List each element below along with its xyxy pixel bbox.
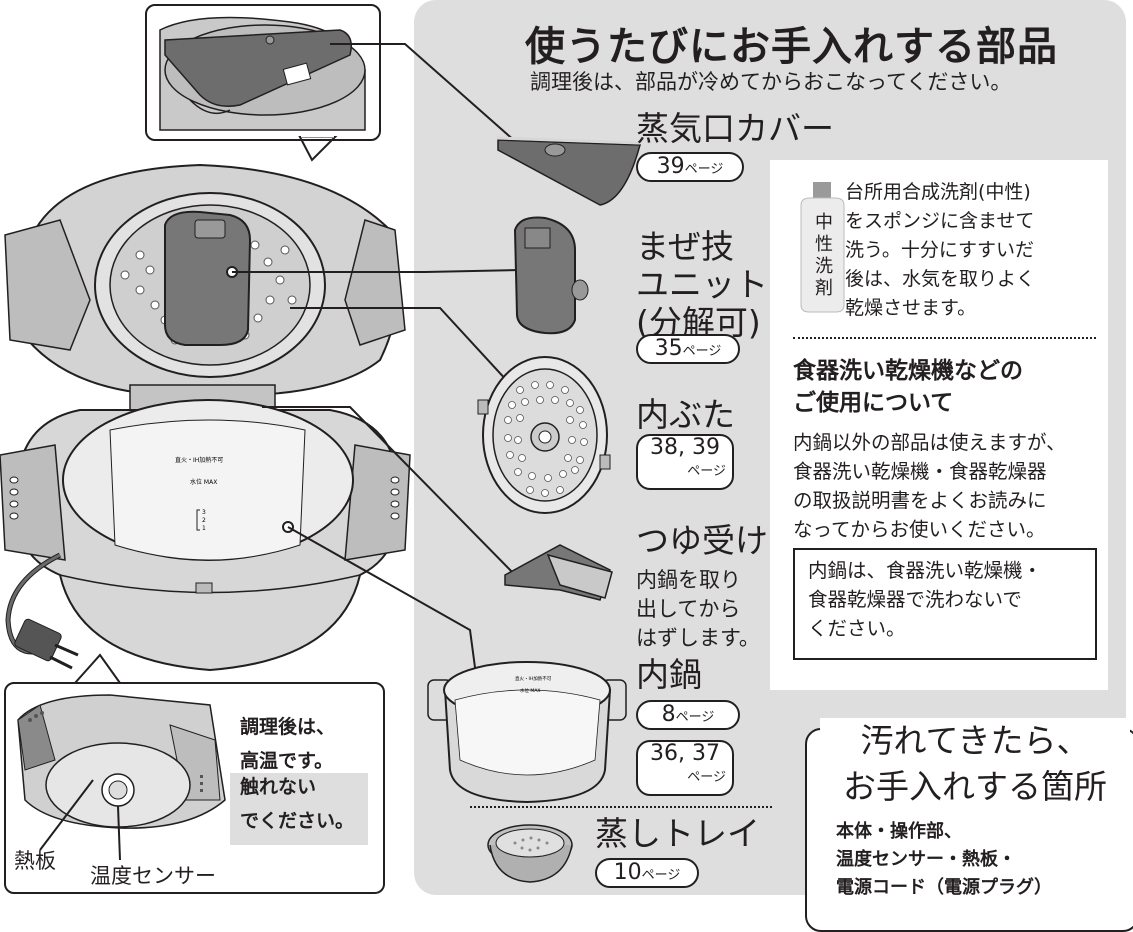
page-unit: ページ xyxy=(684,162,724,177)
occasional-care-list: 本体・操作部、 温度センサー・熱板・ 電源コード（電源プラグ） xyxy=(836,818,1052,902)
page-unit: ページ xyxy=(682,344,722,359)
drip-catcher-part xyxy=(504,544,613,601)
steam-cover-page-ref: 39ページ xyxy=(636,152,744,182)
hot-warning: 調理後は、 高温です。 xyxy=(240,710,335,778)
no-touch-warning: 触れない でください。 xyxy=(240,770,354,838)
dishwasher-heading-line2: ご使用について xyxy=(793,390,954,416)
divider xyxy=(470,806,772,808)
dishwasher-body-line2: 食器洗い乾燥機・食器乾燥器 xyxy=(793,460,1047,483)
steam-tray-name: 蒸しトレイ xyxy=(595,814,760,853)
detergent-bottle-label: 中性洗剤 xyxy=(815,212,833,299)
divider xyxy=(793,337,1096,339)
steam-cover-closeup xyxy=(159,16,366,131)
steam-tray-page-ref: 10ページ xyxy=(595,858,699,888)
dishwasher-heading: 食器洗い乾燥機などの ご使用について xyxy=(793,355,1023,419)
inner-pot-page-ref-1: 8ページ xyxy=(636,700,740,730)
inner-lid-page-ref: 38, 39 ページ xyxy=(636,434,734,490)
hot-warning-line2: 高温です。 xyxy=(240,750,334,772)
notice-line1: 内鍋は、食器洗い乾燥機・ xyxy=(808,559,1043,582)
no-touch-line1: 触れない xyxy=(240,776,317,798)
drip-name: つゆ受け xyxy=(636,521,768,560)
detergent-line2: をスポンジに含ませて xyxy=(845,210,1035,232)
pot-scale-mark: 3 xyxy=(202,509,206,516)
mixer-name-line2: ユニット xyxy=(636,265,768,304)
drip-note-line3: はずします。 xyxy=(636,626,760,650)
pot-scale-mark: 1 xyxy=(202,525,206,532)
cooker-lid xyxy=(4,163,406,397)
occasional-care-line2: 温度センサー・熱板・ xyxy=(836,849,1016,870)
no-touch-highlight xyxy=(230,773,368,845)
mixer-page-ref: 35ページ xyxy=(636,334,740,364)
steam-cover-inset xyxy=(145,4,381,141)
drip-note-line2: 出してから xyxy=(636,597,741,621)
pot-scale-mark: 2 xyxy=(202,517,206,524)
page-unit: ページ xyxy=(687,770,726,785)
detergent-line1: 台所用合成洗剤(中性) xyxy=(845,181,1031,203)
steam-cover-name: 蒸気口カバー xyxy=(636,109,834,148)
page-number: 38, 39 xyxy=(650,435,720,460)
dishwasher-notice: 内鍋は、食器洗い乾燥機・ 食器乾燥器で洗わないで ください。 xyxy=(808,556,1088,643)
page-unit: ページ xyxy=(675,710,715,725)
inner-pot-name: 内鍋 xyxy=(636,655,702,694)
drip-note: 内鍋を取り 出してから はずします。 xyxy=(636,566,760,653)
notice-line2: 食器乾燥器で洗わないで xyxy=(808,588,1022,611)
pot-max-text: 水位 MAX xyxy=(190,478,217,486)
dishwasher-notice-box xyxy=(793,548,1097,660)
inner-pot-part: 直火・IH加熱不可 水位 MAX xyxy=(427,661,627,804)
dishwasher-body: 内鍋以外の部品は使えますが、 食器洗い乾燥機・食器乾燥器 の取扱説明書をよくお読… xyxy=(793,428,1098,544)
occasional-care-heading-line1: 汚れてきたら、 xyxy=(860,721,1090,760)
notice-line3: ください。 xyxy=(808,617,906,640)
page-unit: ページ xyxy=(687,464,726,479)
occasional-care-heading: 汚れてきたら、 お手入れする箇所 xyxy=(820,718,1130,810)
occasional-care-line1: 本体・操作部、 xyxy=(836,821,962,842)
page-number: 35 xyxy=(654,336,683,361)
pot-warning-text: 直火・IH加熱不可 xyxy=(175,456,223,464)
no-touch-line2: でください。 xyxy=(240,810,355,832)
detergent-bottle-icon xyxy=(800,182,845,313)
illustrations: 直火・IH加熱不可 水位 MAX 321 xyxy=(0,16,845,883)
page-number: 36, 37 xyxy=(650,741,720,766)
dishwasher-body-line1: 内鍋以外の部品は使えますが、 xyxy=(793,431,1066,454)
panel-title: 使うたびにお手入れする部品 xyxy=(525,24,1058,70)
inner-pot-page-ref-2: 36, 37 ページ xyxy=(636,740,734,796)
inner-lid-part xyxy=(477,356,611,514)
mixer-name-line1: まぜ技 xyxy=(636,227,735,266)
steam-cover-part xyxy=(496,136,641,206)
occasional-care-line3: 電源コード（電源プラグ） xyxy=(836,877,1052,898)
inner-pot-warning-text: 直火・IH加熱不可 xyxy=(515,675,552,682)
page-number: 8 xyxy=(661,702,676,727)
page-number: 10 xyxy=(613,860,642,885)
heating-plate-illustration xyxy=(17,694,226,861)
dishwasher-heading-line1: 食器洗い乾燥機などの xyxy=(793,358,1023,384)
detergent-line4: 後は、水気を取りよく xyxy=(845,268,1036,290)
detergent-line5: 乾燥させます。 xyxy=(845,297,977,319)
detergent-instructions: 台所用合成洗剤(中性) をスポンジに含ませて 洗う。十分にすすいだ 後は、水気を… xyxy=(845,178,1100,323)
steam-tray-part xyxy=(487,824,573,883)
hot-warning-line1: 調理後は、 xyxy=(240,716,336,738)
page-number: 39 xyxy=(656,154,685,179)
temperature-sensor-label: 温度センサー xyxy=(90,864,216,888)
page-unit: ページ xyxy=(641,868,681,883)
drip-note-line1: 内鍋を取り xyxy=(636,568,741,592)
heating-plate-label: 熱板 xyxy=(14,849,56,873)
panel-subtitle: 調理後は、部品が冷めてからおこなってください。 xyxy=(530,70,1012,94)
dishwasher-body-line3: の取扱説明書をよくお読みに xyxy=(793,489,1047,512)
mixer-unit-part xyxy=(513,216,589,335)
inner-lid-name: 内ぶた xyxy=(636,395,735,434)
dishwasher-body-line4: なってからお使いください。 xyxy=(793,518,1046,541)
occasional-care-heading-line2: お手入れする箇所 xyxy=(843,767,1107,806)
detergent-line3: 洗う。十分にすすいだ xyxy=(845,239,1035,261)
inner-pot-max-text: 水位 MAX xyxy=(520,687,540,694)
